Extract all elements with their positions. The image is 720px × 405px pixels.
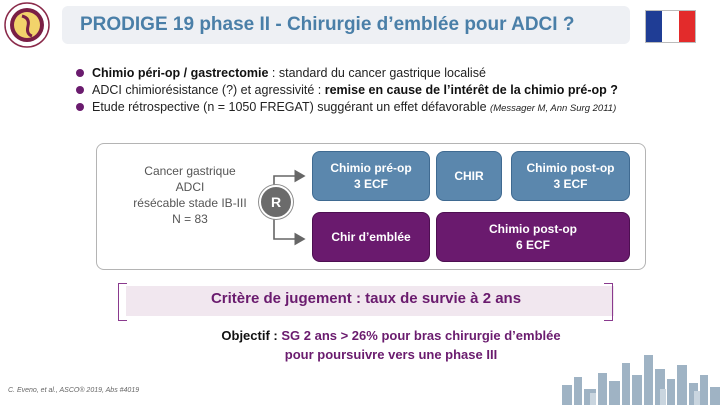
objective-line: Objectif : SG 2 ans > 26% pour bras chir… <box>176 326 606 345</box>
slide-title: PRODIGE 19 phase II - Chirurgie d’emblée… <box>80 14 575 35</box>
bullet-bold-text: Chimio péri-op / gastrectomie <box>92 66 269 80</box>
box-chimio-post-op-3: Chimio post-op 3 ECF <box>511 151 630 201</box>
criterion-bracket-left <box>118 283 127 321</box>
title-bar <box>62 6 630 44</box>
population-line: ADCI <box>175 180 205 194</box>
bullet-item: Etude rétrospective (n = 1050 FREGAT) su… <box>76 99 706 117</box>
bullet-list: Chimio péri-op / gastrectomie : standard… <box>76 65 706 117</box>
bullet-dot-icon <box>76 69 84 77</box>
box-chimio-pre-op: Chimio pré-op 3 ECF <box>312 151 430 201</box>
population-line: résécable stade IB-III <box>133 196 247 210</box>
bullet-item: Chimio péri-op / gastrectomie : standard… <box>76 65 706 82</box>
french-flag-icon <box>645 10 696 43</box>
society-logo-icon <box>4 2 50 48</box>
bullet-text: : standard du cancer gastrique localisé <box>268 66 486 80</box>
bullet-item: ADCI chimiorésistance (?) et agressivité… <box>76 82 706 99</box>
bullet-reference: (Messager M, Ann Surg 2011) <box>490 103 617 114</box>
bullet-dot-icon <box>76 103 84 111</box>
population-line: Cancer gastrique <box>144 164 236 178</box>
footer-reference: C. Eveno, et al., ASCO® 2019, Abs #4019 <box>8 387 140 394</box>
box-chir-emblee: Chir d’emblée <box>312 212 430 262</box>
city-skyline-icon <box>562 355 720 405</box>
criterion-bracket-right <box>604 283 613 321</box>
box-line: CHIR <box>454 169 484 183</box>
box-line: Chimio pré-op <box>330 161 412 175</box>
box-line: 6 ECF <box>515 238 550 252</box>
randomization-badge: R <box>259 185 293 219</box>
population-line: N = 83 <box>172 212 208 226</box>
bullet-text: ADCI chimiorésistance (?) et agressivité… <box>92 83 325 97</box>
criterion-text: Critère de jugement : taux de survie à 2… <box>210 290 522 307</box>
bullet-text: Etude rétrospective (n = 1050 FREGAT) su… <box>92 100 491 114</box>
objective-label: Objectif : <box>221 328 278 343</box>
box-chimio-post-op-6: Chimio post-op 6 ECF <box>436 212 630 262</box>
objective-line: pour poursuivre vers une phase III <box>284 347 498 362</box>
box-line: 3 ECF <box>553 177 588 191</box>
objective-text: Objectif : SG 2 ans > 26% pour bras chir… <box>176 326 606 364</box>
bullet-dot-icon <box>76 86 84 94</box>
box-line: 3 ECF <box>353 177 388 191</box>
population-text: Cancer gastrique ADCI résécable stade IB… <box>110 163 270 227</box>
box-line: Chir d’emblée <box>331 230 411 244</box>
objective-value: SG 2 ans > 26% pour bras chirurgie d’emb… <box>281 328 561 343</box>
box-chir: CHIR <box>436 151 502 201</box>
box-line: Chimio post-op <box>526 161 615 175</box>
box-line: Chimio post-op <box>489 222 577 236</box>
criterion-background <box>126 286 614 316</box>
bullet-bold-text: remise en cause de l’intérêt de la chimi… <box>324 83 618 97</box>
